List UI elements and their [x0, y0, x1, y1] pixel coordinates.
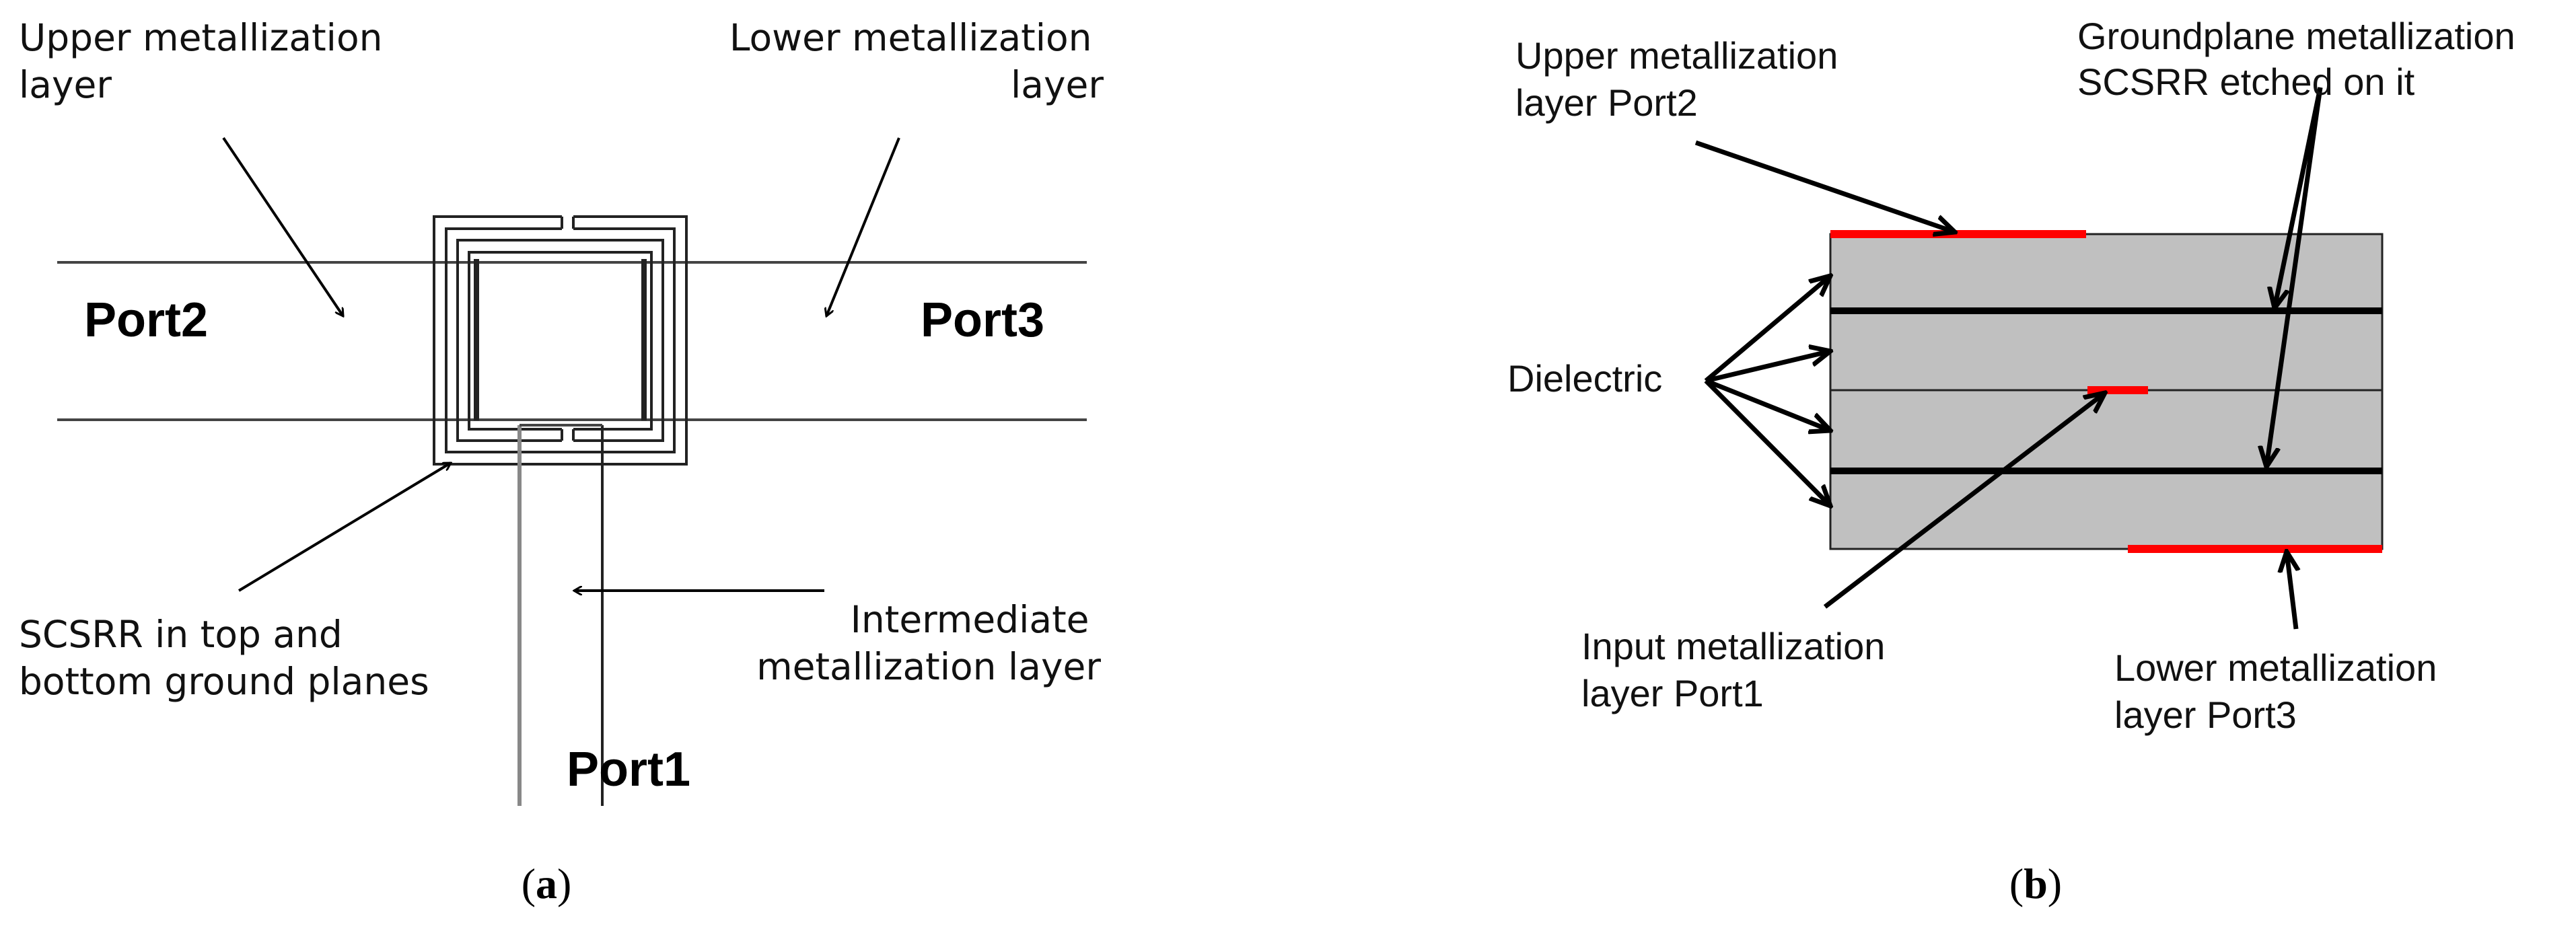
- label-groundplane: Groundplane metallization SCSRR etched o…: [2077, 15, 2526, 103]
- panel-b: Upper metallization layer Port2 Groundpl…: [1507, 15, 2526, 907]
- arrow-groundplane-top: [2275, 87, 2323, 308]
- arrow-dielectric-1: [1704, 276, 1830, 383]
- arrow-lower-layer: [826, 137, 900, 316]
- label-intermediate: Intermediate metallization layer: [756, 598, 1101, 688]
- arrow-groundplane-bottom: [2266, 87, 2323, 467]
- arrow-dielectric-4: [1704, 379, 1830, 506]
- label-upper-port2: Upper metallization layer Port2: [1515, 34, 1849, 124]
- arrow-upper-layer: [222, 137, 345, 316]
- arrow-upper-port2: [1694, 140, 1955, 232]
- label-lower-port3: Lower metallization layer Port3: [2114, 646, 2447, 736]
- label-upper-layer: Upper metallization layer: [19, 16, 394, 106]
- caption-a: (a): [522, 860, 572, 907]
- label-port3: Port3: [921, 293, 1044, 347]
- label-port1: Port1: [567, 743, 690, 796]
- arrow-input-port1: [1823, 393, 2105, 609]
- label-port2: Port2: [84, 293, 208, 347]
- arrow-dielectric-3: [1705, 378, 1830, 431]
- label-lower-layer: Lower metallization layer: [729, 16, 1104, 106]
- label-dielectric: Dielectric: [1507, 357, 1662, 400]
- caption-b: (b): [2009, 860, 2062, 907]
- label-scsrr: SCSRR in top and bottom ground planes: [19, 613, 429, 703]
- panel-a: Upper metallization layer Lower metalliz…: [19, 16, 1104, 907]
- label-input-port1: Input metallization layer Port1: [1581, 625, 1896, 714]
- scsrr-rings: [433, 215, 688, 466]
- arrow-lower-port3: [2287, 552, 2296, 630]
- arrow-dielectric-2: [1705, 351, 1830, 383]
- arrow-scsrr: [238, 461, 451, 592]
